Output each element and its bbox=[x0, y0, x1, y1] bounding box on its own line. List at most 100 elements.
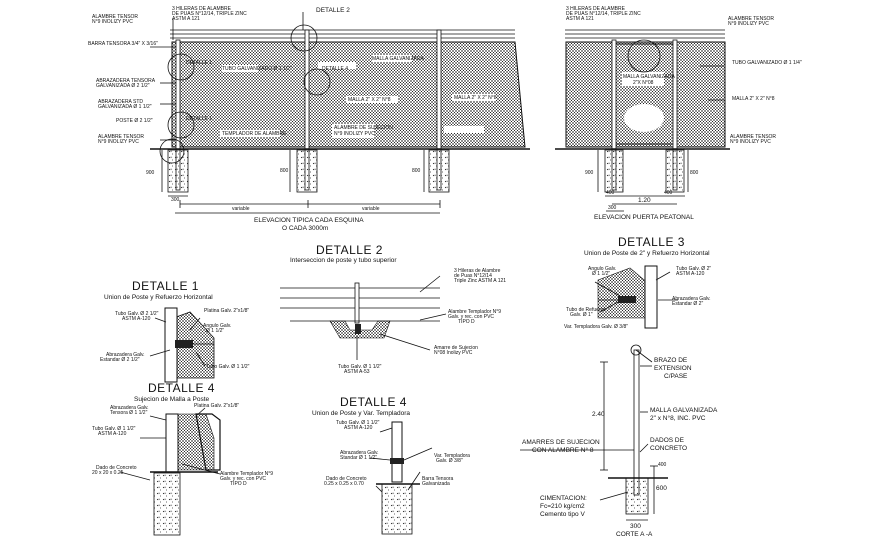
det1-l4: Abrazadera Galv. bbox=[106, 352, 145, 358]
det4b-l2b: Standar Ø 1 1/2" bbox=[340, 455, 377, 461]
elev1-subtitle: O CADA 3000m bbox=[282, 225, 328, 232]
elev2-dim-900: 900 bbox=[585, 170, 594, 176]
elev1-alambre-inf-label: ALAMBRE TENSOR bbox=[98, 134, 144, 140]
det2-l3: Amarre de Sujecion bbox=[434, 345, 478, 351]
det3-l1b: Ø 1 1/2" bbox=[592, 271, 610, 277]
elev2-alambre-tensor-label: ALAMBRE TENSOR bbox=[728, 16, 774, 22]
elev1-abrazadera-std-label: ABRAZADERA STD bbox=[98, 99, 143, 105]
detail-4b: DETALLE 4 Union de Poste y Var. Templado… bbox=[312, 395, 470, 535]
det1-l4b: Estandar Ø 2 1/2" bbox=[100, 357, 140, 363]
corte-dim-600: 600 bbox=[656, 485, 667, 492]
elev1-abrazadera-label: ABRAZADERA TENSORA bbox=[96, 78, 156, 84]
elev1-hileras-label: 3 HILERAS DE ALAMBRE bbox=[172, 6, 232, 12]
elev2-tubo-label: TUBO GALVANIZADO Ø 1 1/4" bbox=[732, 60, 802, 66]
corte-dados-2: CONCRETO bbox=[650, 445, 687, 452]
det4a-title: DETALLE 4 bbox=[148, 381, 215, 395]
det4b-l3: Var. Templadora bbox=[434, 453, 470, 459]
det4b-title: DETALLE 4 bbox=[340, 395, 407, 409]
det4b-subtitle: Union de Poste y Var. Templadora bbox=[312, 410, 410, 417]
corte-brazo-2: EXTENSION bbox=[654, 365, 692, 372]
elevation-door: 3 HILERAS DE ALAMBRE DE PUAS N°12/14, TR… bbox=[555, 6, 802, 221]
elev1-dim-variable-a: variable bbox=[232, 206, 250, 212]
det1-l1b: ASTM A-120 bbox=[122, 316, 151, 322]
det3-l4: Abrazadera Galv. bbox=[672, 296, 711, 302]
elev2-title: ELEVACION PUERTA PEATONAL bbox=[594, 214, 694, 221]
elev1-alambre-tensor-label: ALAMBRE TENSOR bbox=[92, 14, 138, 20]
elev2-dim-400-a: 400 bbox=[606, 190, 615, 196]
elev1-malla-gal-label: MALLA GALVANIZADA bbox=[372, 56, 424, 62]
elev1-sujecion-label: ALAMBRE DE SUJECION bbox=[334, 125, 393, 131]
elev2-hileras-label-3: ASTM A 121 bbox=[566, 16, 594, 22]
elev2-malla-gal-label: MALLA GALVANIZADA bbox=[623, 74, 675, 80]
det1-l2: Platina Galv. 2"x1/8" bbox=[204, 308, 249, 314]
det2-l4b: ASTM A-53 bbox=[344, 369, 370, 375]
det2-l2c: TIPO D bbox=[458, 319, 475, 325]
elev1-poste-label: POSTE Ø 2 1/2" bbox=[116, 118, 153, 124]
det4a-subtitle: Sujecion de Malla a Poste bbox=[134, 396, 210, 403]
elev2-alambre-inf-label: ALAMBRE TENSOR bbox=[730, 134, 776, 140]
det4b-l5: Barra Tensora bbox=[422, 476, 454, 482]
det3-subtitle: Union de Poste de 2" y Refuerzo Horizont… bbox=[584, 250, 710, 257]
det1-title: DETALLE 1 bbox=[132, 279, 199, 293]
elev2-hileras-label-2: DE PUAS N°12/14, TRIPLE ZINC bbox=[566, 11, 641, 17]
det4b-l4: Dado de Concreto bbox=[326, 476, 367, 482]
det4b-l4b: 0.25 x 0.25 x 0.70 bbox=[324, 481, 364, 487]
elev1-dim-variable-b: variable bbox=[362, 206, 380, 212]
detail-3: DETALLE 3 Union de Poste de 2" y Refuerz… bbox=[564, 235, 711, 330]
det2-l2b: Galv. y rec. con PVC bbox=[448, 314, 494, 320]
corte-brazo: BRAZO DE bbox=[654, 357, 688, 364]
corte-dados: DADOS DE bbox=[650, 437, 685, 444]
elev2-dim-400-b: 400 bbox=[664, 190, 673, 196]
det3-l2b: ASTM A-120 bbox=[676, 271, 705, 277]
elev2-hileras-label: 3 HILERAS DE ALAMBRE bbox=[566, 6, 626, 12]
det4a-l5c: TIPO D bbox=[230, 481, 247, 487]
corte-amarres: AMARRES DE SUJECION bbox=[522, 439, 600, 446]
elev1-malla-label-2: MALLA 2" X 2" N°8 bbox=[454, 95, 497, 101]
elev2-dim-800: 800 bbox=[690, 170, 699, 176]
detail-2: DETALLE 2 Interseccion de poste y tubo s… bbox=[280, 243, 506, 375]
det3-l1: Angulo Galv. bbox=[588, 266, 616, 272]
elev1-dim-300: 300 bbox=[171, 197, 180, 203]
corte-malla-2: 2" x N°8, INC. PVC bbox=[650, 414, 706, 422]
corte-malla: MALLA GALVANIZADA bbox=[650, 407, 718, 414]
det2-l1c: Triple Zinc ASTM A 121 bbox=[454, 278, 506, 284]
det4b-l1: Tubo Galv. Ø 1 1/2" bbox=[336, 420, 380, 426]
corte-dim-300: 300 bbox=[630, 523, 641, 530]
elev2-alambre-inf-label-2: N°9 INOLIZY PVC bbox=[730, 139, 771, 145]
elevation-typical: 3 HILERAS DE ALAMBRE DE PUAS N°12/14, TR… bbox=[88, 6, 530, 232]
det1-l5: Tubo Galv. Ø 1 1/2" bbox=[206, 364, 250, 370]
elev2-alambre-tensor-label-2: N°9 INOLIZY PVC bbox=[728, 21, 769, 27]
elev1-alambre-tensor-label-2: N°9 INOLIZY PVC bbox=[92, 19, 133, 25]
det1-l3: Angulo Galv. bbox=[203, 323, 231, 329]
det4a-l2: Platina Galv. 2"x1/8" bbox=[194, 403, 239, 409]
det2-l1: 3 Hileras de Alambre bbox=[454, 268, 501, 274]
corte-amarres-2: CON ALAMBRE N° 8 bbox=[532, 446, 594, 454]
det1-subtitle: Union de Poste y Refuerzo Horizontal bbox=[104, 294, 213, 301]
det2-subtitle: Interseccion de poste y tubo superior bbox=[290, 257, 397, 264]
section-a-a: BRAZO DE EXTENSION C/PASE MALLA GALVANIZ… bbox=[520, 344, 718, 538]
det2-l4: Tubo Galv. Ø 1 1/2" bbox=[338, 364, 382, 370]
det2-l1b: de Puas N°12/14 bbox=[454, 273, 492, 279]
detail-1: DETALLE 1 Union de Poste y Refuerzo Hori… bbox=[100, 279, 250, 383]
det4a-l3b: ASTM A-120 bbox=[98, 431, 127, 437]
elev1-detalle1b-tag: DETALLE 1 bbox=[186, 116, 212, 122]
det2-l3b: N°08 Inolizy PVC bbox=[434, 350, 473, 356]
corte-cim-3: Cemento tipo V bbox=[540, 511, 585, 518]
corte-title: CORTE A -A bbox=[616, 531, 653, 538]
det4b-l2: Abrazadera Galv. bbox=[340, 450, 379, 456]
corte-dim-top: 400 bbox=[658, 462, 667, 468]
det4a-l1b: Tensora Ø 1 1/2" bbox=[110, 410, 148, 416]
elev1-detalle4-tag: DETALLE 4 bbox=[322, 66, 348, 72]
elev1-templador-label: TEMPLADOR DE ALAMBRE bbox=[222, 131, 287, 137]
elev1-dim-800-b: 800 bbox=[412, 168, 421, 174]
det4a-l1: Abrazadera Galv. bbox=[110, 405, 149, 411]
elev1-dim-800-a: 800 bbox=[280, 168, 289, 174]
det2-title: DETALLE 2 bbox=[316, 243, 383, 257]
elev2-dim-120: 1.20 bbox=[638, 197, 651, 204]
det4b-l1b: ASTM A-120 bbox=[344, 425, 373, 431]
elev1-sujecion-label-2: N°9 INOLIZY PVC bbox=[334, 131, 375, 137]
elev2-malla-label: MALLA 2" X 2" N°8 bbox=[732, 96, 775, 102]
corte-brazo-3: C/PASE bbox=[664, 373, 688, 380]
det1-l1: Tubo Galv. Ø 2 1/2" bbox=[115, 311, 159, 317]
